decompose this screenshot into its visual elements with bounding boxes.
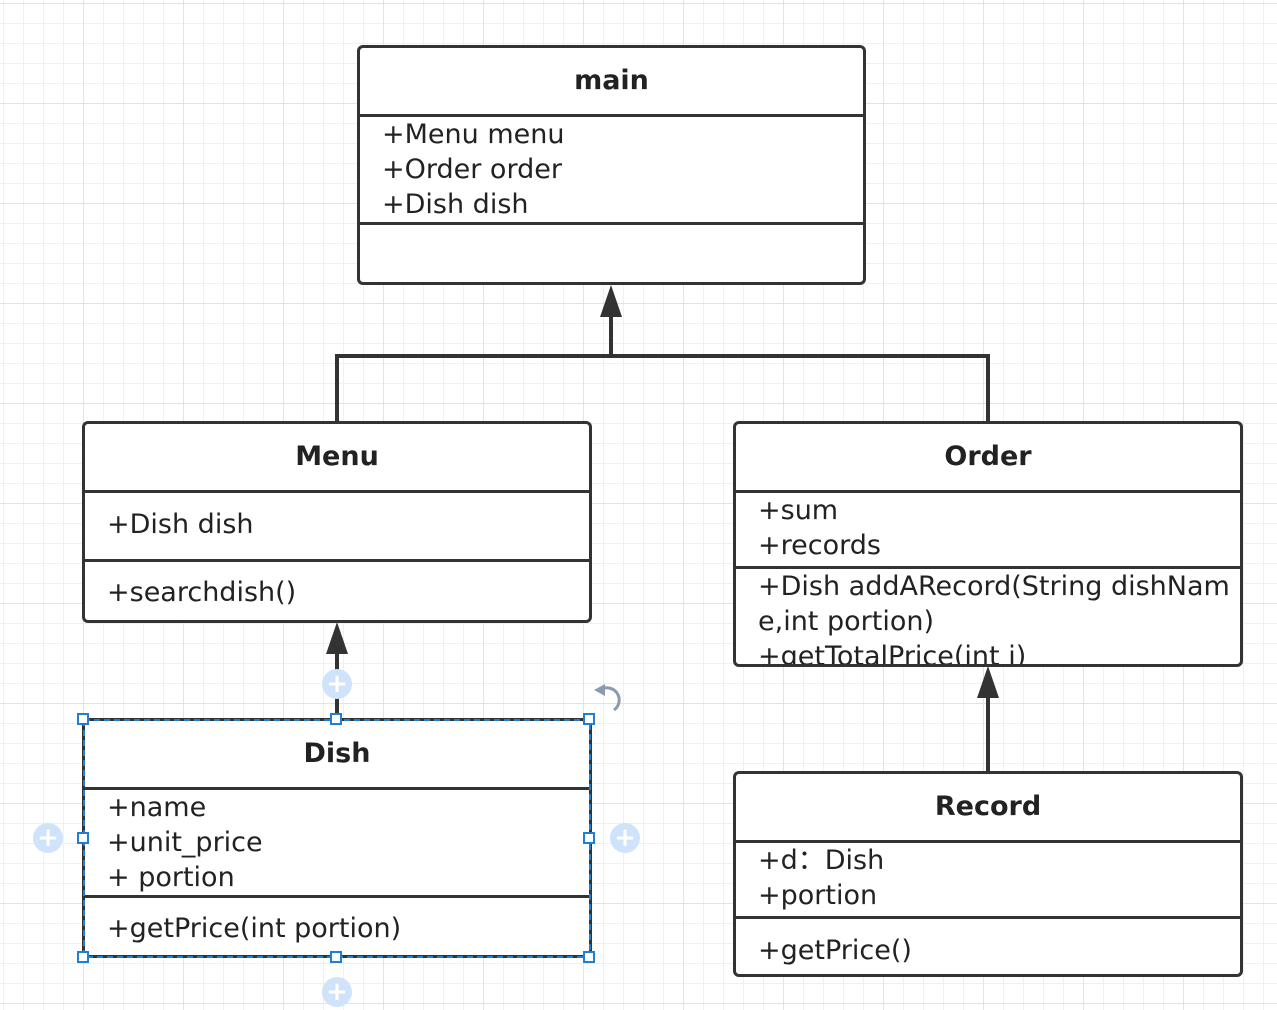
attributes-section: +sum +records bbox=[736, 493, 1240, 566]
class-record[interactable]: Record +d：Dish +portion +getPrice() bbox=[733, 771, 1243, 977]
attributes-section: +Menu menu +Order order +Dish dish bbox=[360, 117, 863, 222]
methods-section: +Dish addARecord(String dishName,int por… bbox=[736, 566, 1240, 664]
attribute: +Menu menu bbox=[382, 119, 565, 150]
class-name: main bbox=[360, 48, 863, 117]
attribute: +Order order bbox=[382, 154, 562, 185]
rotate-icon[interactable] bbox=[592, 680, 630, 716]
arrowhead-order bbox=[977, 666, 999, 698]
methods-section: +getPrice() bbox=[736, 916, 1240, 974]
attributes-section: +name +unit_price + portion bbox=[85, 790, 589, 895]
class-dish[interactable]: Dish +name +unit_price + portion +getPri… bbox=[82, 718, 592, 958]
attribute: + portion bbox=[107, 862, 235, 893]
attributes-section: +d：Dish +portion bbox=[736, 843, 1240, 916]
class-name: Dish bbox=[85, 721, 589, 790]
attribute: +name bbox=[107, 792, 207, 823]
resize-handle-bottom-right[interactable] bbox=[583, 951, 595, 963]
resize-handle-left[interactable] bbox=[77, 832, 89, 844]
resize-handle-top[interactable] bbox=[330, 713, 342, 725]
resize-handle-top-right[interactable] bbox=[583, 713, 595, 725]
attribute: +Dish dish bbox=[382, 189, 529, 220]
arrowhead-menu bbox=[326, 622, 348, 654]
resize-handle-right[interactable] bbox=[583, 832, 595, 844]
class-order[interactable]: Order +sum +records +Dish addARecord(Str… bbox=[733, 421, 1243, 667]
arrowhead-main bbox=[600, 285, 622, 317]
attribute: +sum bbox=[758, 495, 839, 526]
method: +getPrice(int portion) bbox=[107, 913, 402, 944]
method: +Dish addARecord(String dishName,int por… bbox=[758, 571, 1230, 637]
plus-icon[interactable]: + bbox=[322, 669, 352, 699]
plus-icon[interactable]: + bbox=[610, 823, 640, 853]
resize-handle-bottom[interactable] bbox=[330, 951, 342, 963]
method: +searchdish() bbox=[107, 577, 297, 608]
plus-icon[interactable]: + bbox=[322, 977, 352, 1007]
attributes-section: +Dish dish bbox=[85, 493, 589, 559]
class-name: Order bbox=[736, 424, 1240, 493]
class-name: Record bbox=[736, 774, 1240, 843]
class-menu[interactable]: Menu +Dish dish +searchdish() bbox=[82, 421, 592, 623]
methods-section: +searchdish() bbox=[85, 559, 589, 620]
attribute: +portion bbox=[758, 880, 878, 911]
attribute: +unit_price bbox=[107, 827, 263, 858]
attribute: +Dish dish bbox=[107, 509, 254, 540]
attribute: +records bbox=[758, 530, 881, 561]
attribute: +d：Dish bbox=[758, 845, 885, 876]
resize-handle-top-left[interactable] bbox=[77, 713, 89, 725]
resize-handle-bottom-left[interactable] bbox=[77, 951, 89, 963]
methods-section: +getPrice(int portion) bbox=[85, 895, 589, 955]
method: +getTotalPrice(int i) bbox=[758, 641, 1027, 664]
inheritance-line-menu-order-main bbox=[335, 354, 990, 422]
class-name: Menu bbox=[85, 424, 589, 493]
plus-icon[interactable]: + bbox=[33, 823, 63, 853]
method: +getPrice() bbox=[758, 935, 912, 966]
methods-section bbox=[360, 222, 863, 282]
class-main[interactable]: main +Menu menu +Order order +Dish dish bbox=[357, 45, 866, 285]
